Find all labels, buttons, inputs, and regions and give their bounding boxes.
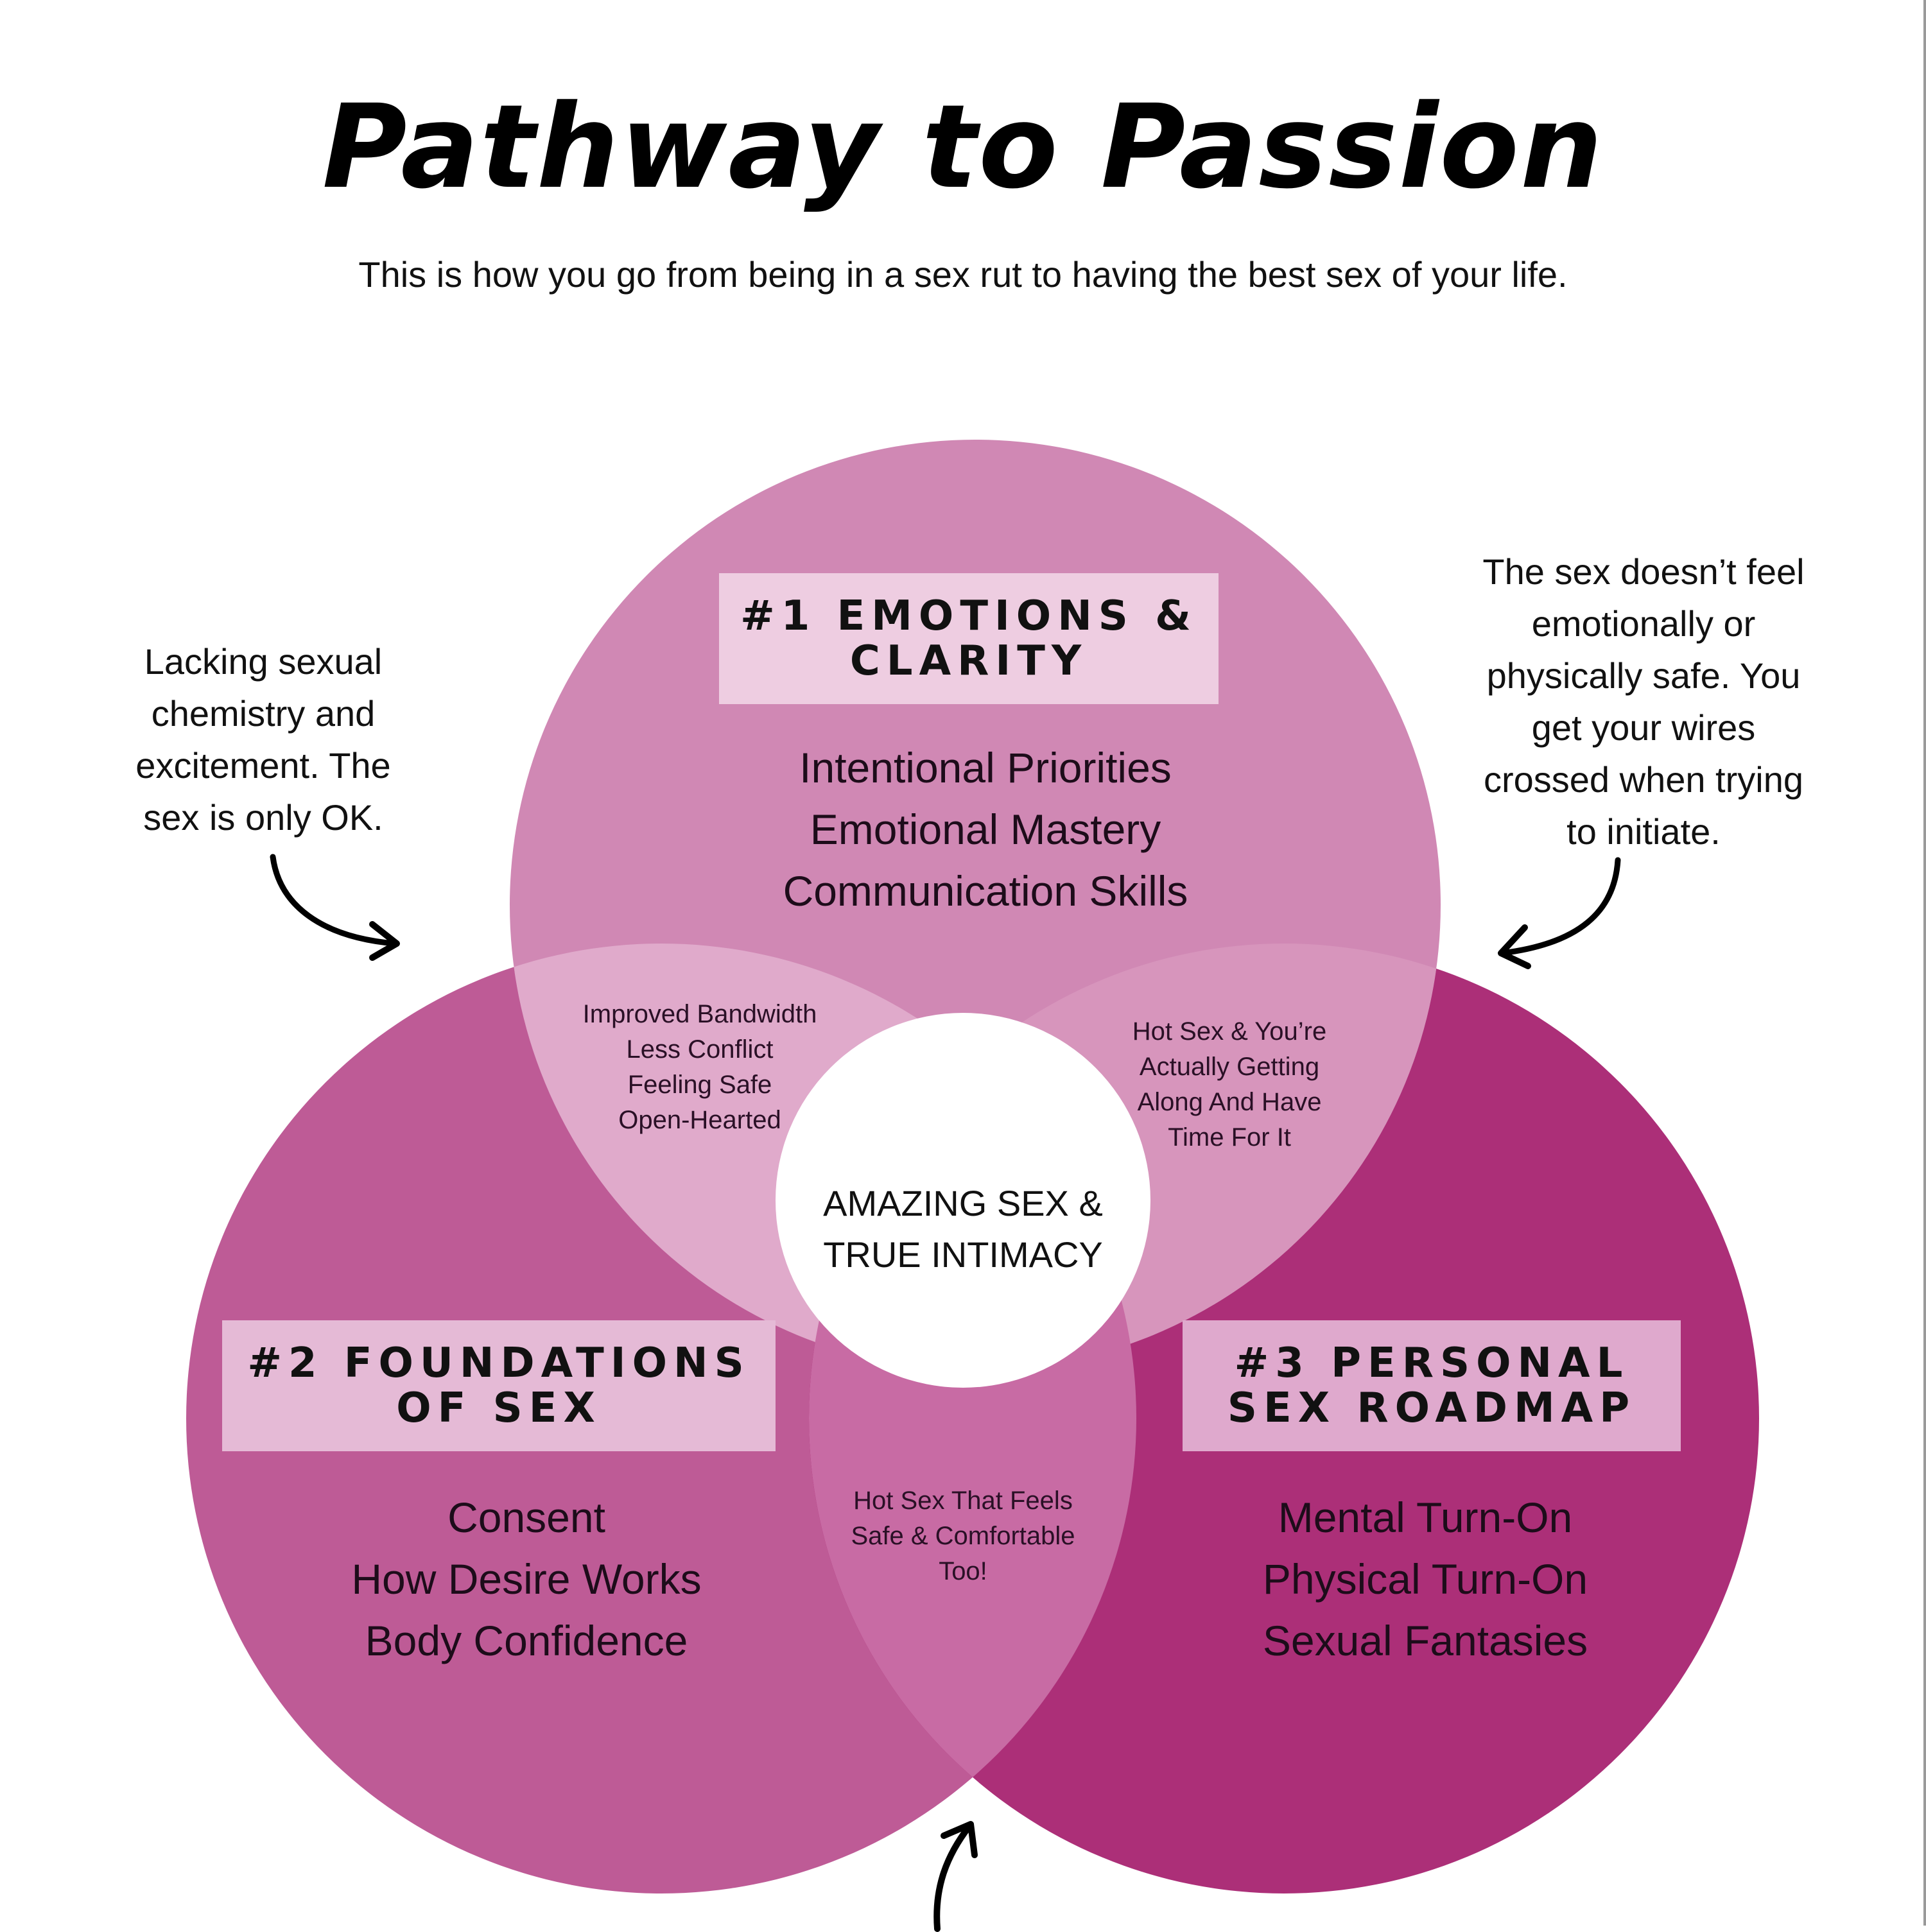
heading-roadmap: #3 PERSONAL SEX ROADMAP xyxy=(1183,1320,1681,1451)
note-line: get your wires xyxy=(1531,707,1756,748)
list-roadmap: Mental Turn-On Physical Turn-On Sexual F… xyxy=(1168,1487,1682,1671)
list-item: Physical Turn-On xyxy=(1262,1555,1588,1603)
list-item: Safe & Comfortable xyxy=(851,1522,1075,1550)
center-label-line1: AMAZING SEX & xyxy=(823,1183,1103,1223)
list-item: Body Confidence xyxy=(365,1617,688,1664)
note-line: The sex doesn’t feel xyxy=(1482,551,1805,592)
list-item: Improved Bandwidth xyxy=(582,1000,817,1028)
note-line: physically safe. You xyxy=(1486,655,1801,696)
page-edge xyxy=(1923,0,1926,1926)
note-line: crossed when trying xyxy=(1483,759,1803,800)
heading-emotions-line2: CLARITY xyxy=(849,637,1088,685)
overlap-emotions-roadmap-text: Hot Sex & You’re Actually Getting Along … xyxy=(1085,1014,1374,1155)
note-line: to initiate. xyxy=(1566,811,1721,852)
list-item: Mental Turn-On xyxy=(1278,1494,1573,1541)
heading-emotions-line1: #1 EMOTIONS & xyxy=(740,592,1197,640)
list-item: Along And Have xyxy=(1137,1088,1322,1116)
center-label-line2: TRUE INTIMACY xyxy=(823,1234,1103,1275)
note-line: sex is only OK. xyxy=(143,797,383,838)
curved-arrow-right-icon xyxy=(270,854,400,961)
list-item: How Desire Works xyxy=(351,1555,702,1603)
note-line: excitement. The xyxy=(135,745,391,786)
page-subtitle: This is how you go from being in a sex r… xyxy=(358,254,1568,295)
list-item: Intentional Priorities xyxy=(799,744,1172,791)
curved-arrow-up-icon xyxy=(933,1821,978,1932)
list-item: Open-Hearted xyxy=(618,1106,781,1134)
list-item: Hot Sex & You’re xyxy=(1132,1017,1327,1046)
heading-foundations: #2 FOUNDATIONS OF SEX xyxy=(222,1320,776,1451)
list-item: Too! xyxy=(939,1557,987,1585)
curved-arrow-left-icon xyxy=(1498,857,1621,969)
list-emotions: Intentional Priorities Emotional Mastery… xyxy=(713,737,1258,922)
list-item: Actually Getting xyxy=(1139,1053,1320,1081)
list-item: Less Conflict xyxy=(626,1035,774,1064)
page-title: Pathway to Passion xyxy=(322,80,1604,214)
center-circle xyxy=(776,1013,1150,1388)
center-label: AMAZING SEX & TRUE INTIMACY xyxy=(777,1178,1149,1281)
list-item: Emotional Mastery xyxy=(810,806,1161,853)
note-left: Lacking sexual chemistry and excitement.… xyxy=(83,635,443,843)
list-foundations: Consent How Desire Works Body Confidence xyxy=(270,1487,783,1671)
heading-roadmap-line1: #3 PERSONAL xyxy=(1234,1339,1629,1387)
heading-foundations-line2: OF SEX xyxy=(396,1384,602,1432)
list-item: Hot Sex That Feels xyxy=(853,1487,1073,1515)
note-line: Lacking sexual xyxy=(144,641,383,682)
note-right: The sex doesn’t feel emotionally or phys… xyxy=(1419,546,1868,858)
list-item: Feeling Safe xyxy=(627,1071,772,1099)
overlap-emotions-foundations-text: Improved Bandwidth Less Conflict Feeling… xyxy=(539,997,860,1138)
note-line: chemistry and xyxy=(151,693,376,734)
heading-emotions: #1 EMOTIONS & CLARITY xyxy=(719,573,1219,704)
list-item: Consent xyxy=(447,1494,605,1541)
overlap-foundations-roadmap-text: Hot Sex That Feels Safe & Comfortable To… xyxy=(815,1483,1111,1589)
list-item: Sexual Fantasies xyxy=(1262,1617,1588,1664)
note-line: emotionally or xyxy=(1531,603,1756,644)
list-item: Communication Skills xyxy=(783,867,1188,915)
heading-roadmap-line2: SEX ROADMAP xyxy=(1227,1384,1636,1432)
list-item: Time For It xyxy=(1168,1123,1291,1151)
heading-foundations-line1: #2 FOUNDATIONS xyxy=(247,1339,750,1387)
